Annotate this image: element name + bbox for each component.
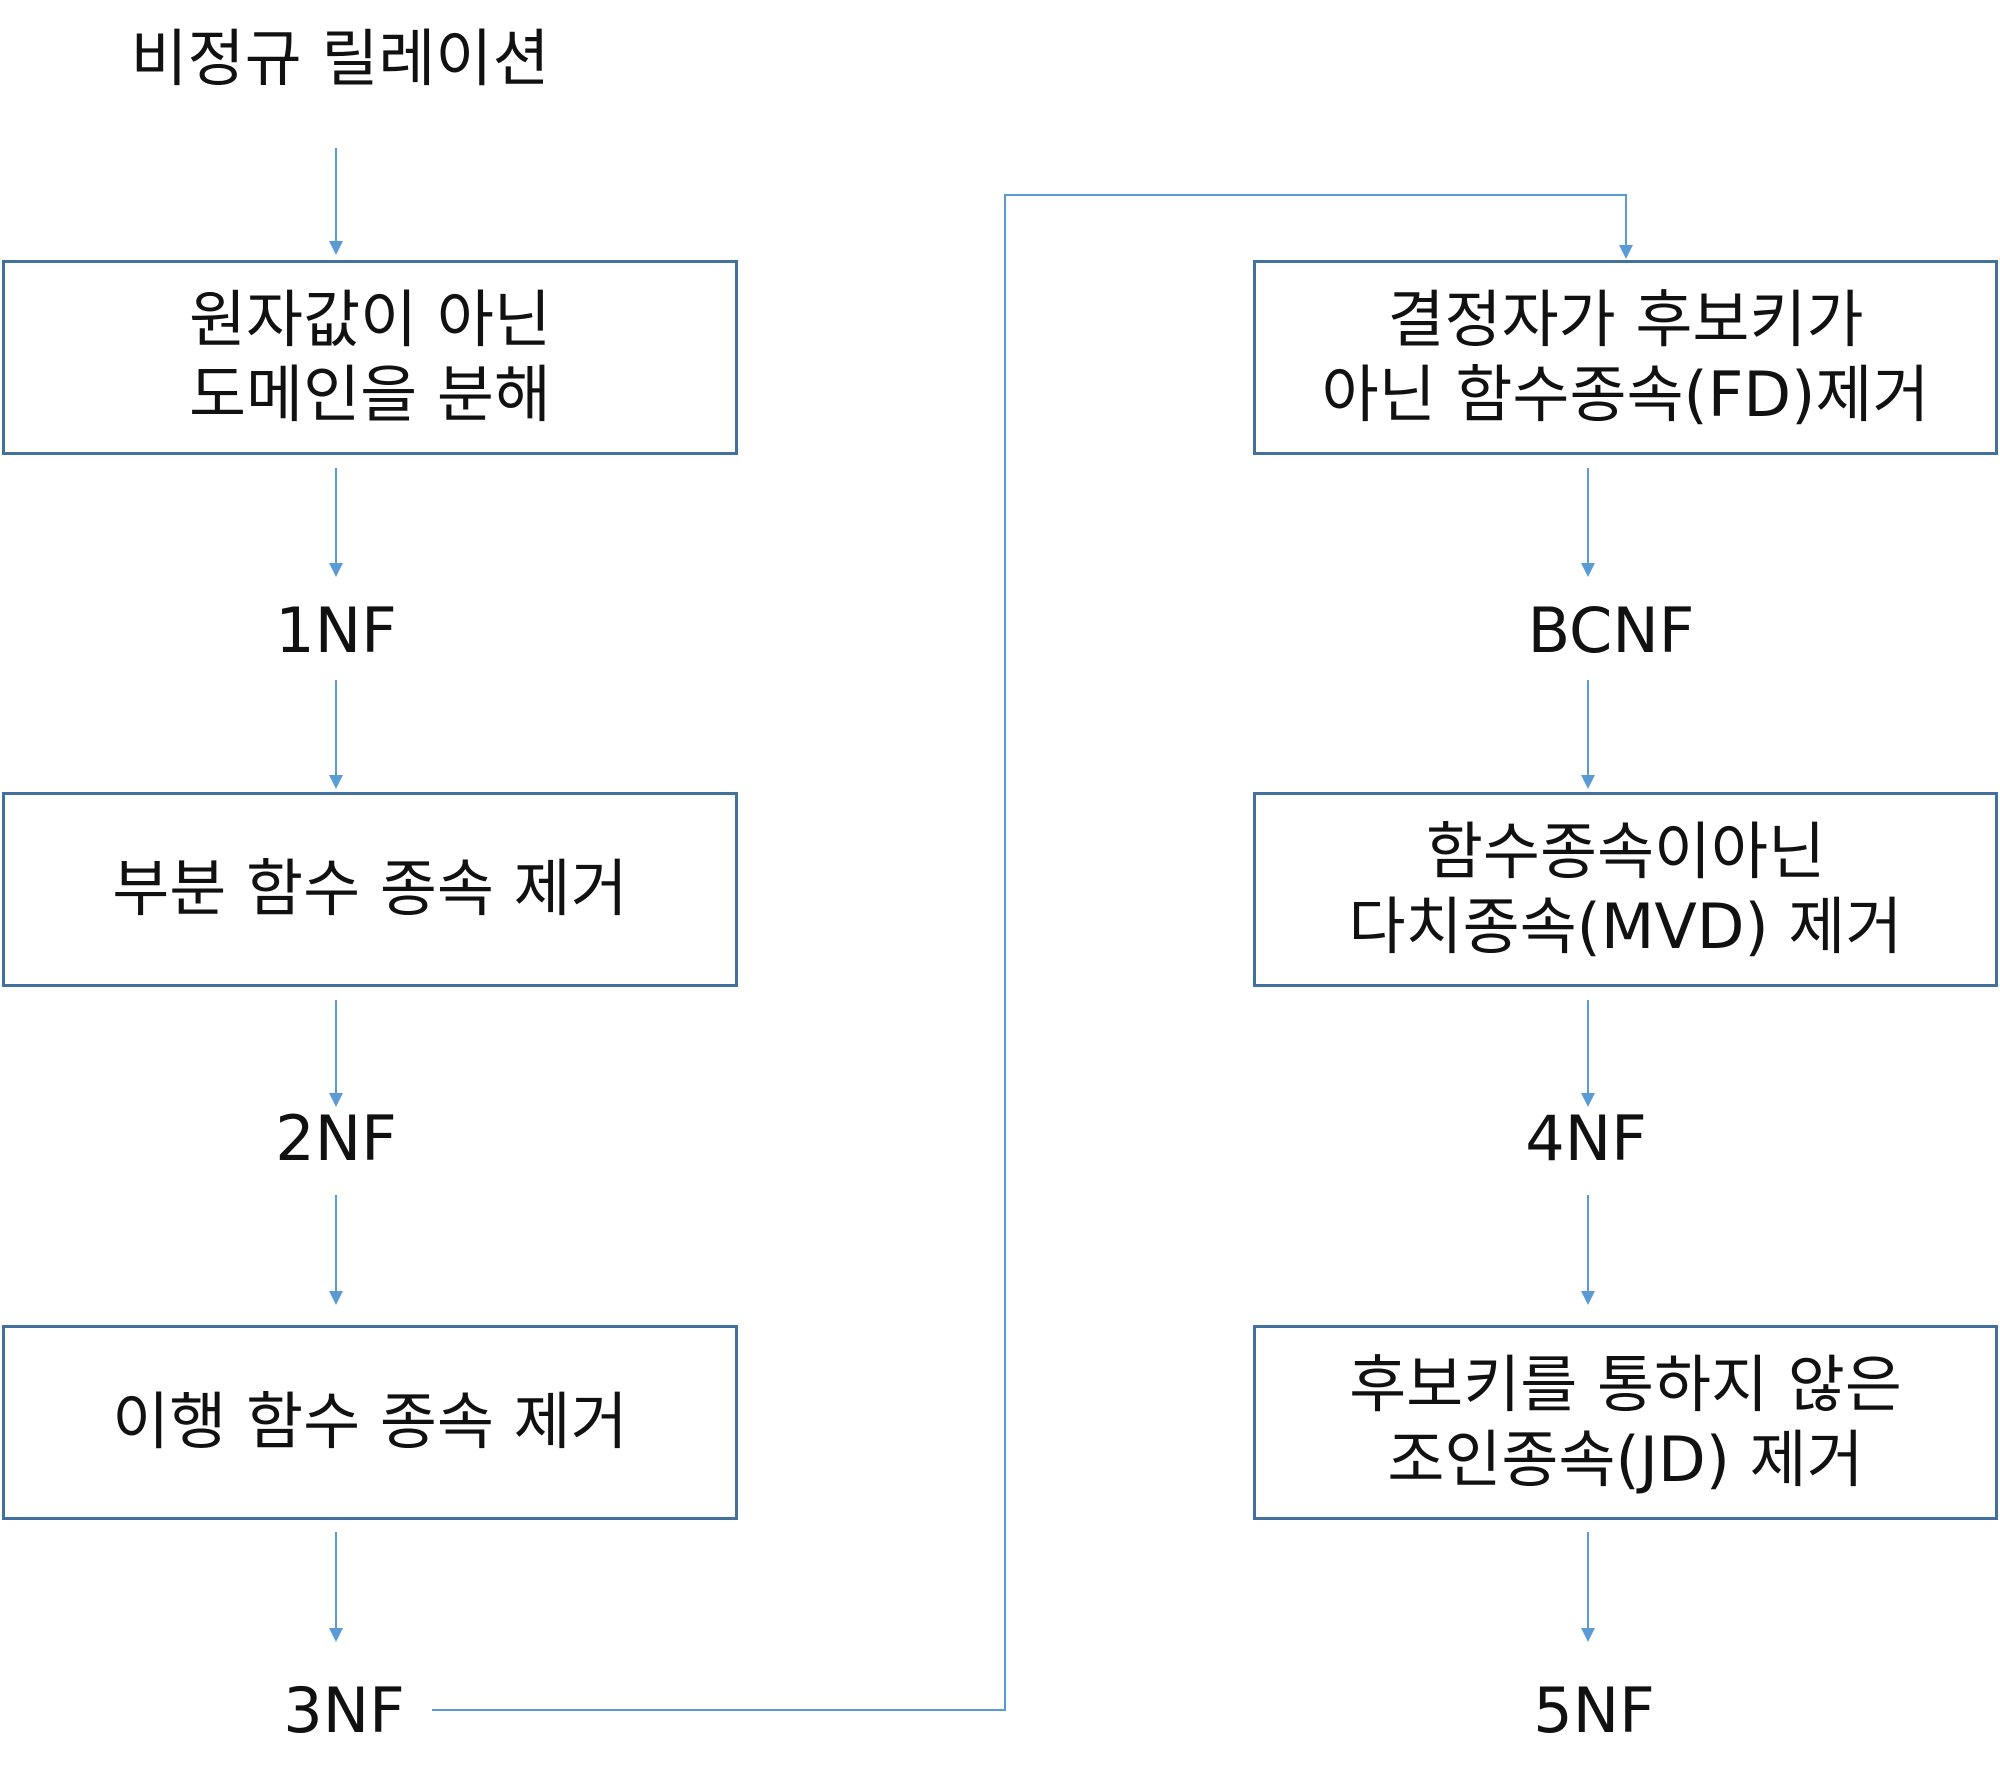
start-label: 비정규 릴레이션 [130,22,550,95]
step-box-text: 이행 함수 종속 제거 [112,1385,628,1459]
form-label-1nf: 1NF [275,594,397,667]
step-box-text: 함수종속이아닌 [1425,815,1826,889]
form-label-2nf: 2NF [275,1102,397,1175]
connector-3nf-to-right-column [432,194,1633,1711]
step-box-remove-jd: 후보키를 통하지 않은 조인종속(JD) 제거 [1253,1325,1998,1520]
step-box-text: 후보키를 통하지 않은 [1349,1348,1902,1422]
step-box-text: 결정자가 후보키가 [1387,283,1864,357]
step-box-remove-partial-fd: 부분 함수 종속 제거 [2,792,738,987]
step-box-text: 도메인을 분해 [189,357,551,431]
step-box-remove-non-candidate-key-fd: 결정자가 후보키가 아닌 함수종속(FD)제거 [1253,260,1998,455]
step-box-text: 조인종속(JD) 제거 [1387,1422,1864,1496]
step-box-text: 아닌 함수종속(FD)제거 [1321,357,1930,431]
step-box-text: 부분 함수 종속 제거 [112,852,628,926]
step-box-text: 원자값이 아닌 [189,283,551,357]
step-box-text: 다치종속(MVD) 제거 [1348,889,1903,963]
step-box-decompose-domain: 원자값이 아닌 도메인을 분해 [2,260,738,455]
form-label-5nf: 5NF [1533,1674,1655,1747]
form-label-bcnf: BCNF [1527,594,1695,667]
form-label-4nf: 4NF [1525,1102,1647,1175]
form-label-3nf: 3NF [283,1674,405,1747]
step-box-remove-transitive-fd: 이행 함수 종속 제거 [2,1325,738,1520]
step-box-remove-mvd: 함수종속이아닌 다치종속(MVD) 제거 [1253,792,1998,987]
